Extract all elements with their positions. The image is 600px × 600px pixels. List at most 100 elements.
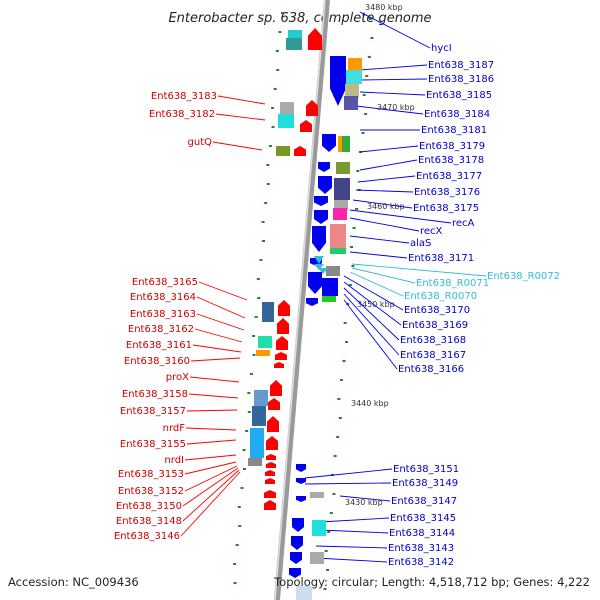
- leader-line: [186, 439, 237, 445]
- forward-gene-arrow: [266, 462, 276, 468]
- gene-label: Ent638_3181: [421, 125, 487, 136]
- rna-label: Ent638_R0071: [416, 278, 489, 289]
- gene-label: Ent638_3177: [416, 171, 482, 182]
- gc-tick: [352, 227, 356, 229]
- gene-label: alaS: [410, 238, 431, 249]
- kbp-label: 3440 kbp: [351, 399, 389, 408]
- gene-label: Ent638_3149: [392, 478, 458, 489]
- gc-tick: [326, 569, 330, 571]
- gc-tick: [243, 468, 246, 470]
- forward-gene-arrow: [264, 500, 276, 510]
- kbp-scale: 3480 kbp 3470 kbp 3460 kbp 3450 kbp 3440…: [345, 3, 415, 507]
- gc-tick: [370, 37, 374, 39]
- reverse-gene-arrow: [296, 496, 306, 502]
- leader-line: [359, 145, 419, 153]
- gc-tick: [266, 183, 270, 185]
- reverse-gene-arrow: [312, 226, 326, 252]
- gene-label: Ent638_3170: [404, 305, 470, 316]
- gene-feature-box: [334, 200, 348, 210]
- gc-tick: [342, 360, 346, 362]
- gc-tick: [247, 392, 251, 394]
- leader-line: [190, 357, 241, 362]
- leader-line: [194, 328, 243, 343]
- forward-gene-arrow: [266, 454, 276, 460]
- gc-tick: [233, 563, 237, 565]
- reverse-gene-arrow: [306, 298, 318, 306]
- reverse-gene-arrow: [292, 518, 304, 532]
- reverse-gene-arrow: [318, 176, 332, 194]
- forward-gene-arrow: [265, 478, 275, 484]
- rna-label: Ent638_R0072: [487, 271, 560, 282]
- reverse-gene-arrow: [289, 568, 301, 578]
- reverse-gene-arrow: [290, 552, 302, 564]
- gene-label: Ent638_3157: [120, 406, 186, 417]
- forward-gene-arrow: [268, 398, 280, 410]
- gc-tick: [245, 430, 249, 432]
- gc-tick: [268, 145, 272, 147]
- gc-tick: [271, 107, 275, 109]
- gene-feature-box: [326, 266, 340, 276]
- gc-ticks: [233, 12, 374, 590]
- leader-line: [357, 175, 416, 183]
- leader-line: [188, 393, 239, 399]
- gene-label: Ent638_3152: [118, 486, 184, 497]
- forward-gene-arrow: [265, 470, 275, 476]
- gene-label: hycI: [431, 43, 452, 54]
- rna-gene-marker: [318, 268, 328, 274]
- gene-label: Ent638_3151: [393, 464, 459, 475]
- leader-line: [343, 299, 398, 370]
- leader-line: [349, 251, 408, 259]
- gene-feature-box: [250, 428, 264, 458]
- leader-line: [304, 468, 393, 479]
- leader-line: [359, 78, 428, 81]
- leader-line: [351, 263, 487, 277]
- gc-tick: [275, 50, 279, 52]
- gc-tick: [242, 449, 246, 451]
- leader-line: [196, 313, 245, 331]
- leader-line: [355, 105, 424, 115]
- left-gene-labels: Ent638_3183 Ent638_3182 gutQ Ent638_3165…: [114, 91, 217, 542]
- gc-tick: [252, 354, 256, 356]
- leader-line: [186, 409, 238, 412]
- gene-label: Ent638_3182: [149, 109, 215, 120]
- gene-label: Ent638_3158: [122, 389, 188, 400]
- gene-label: Ent638_3165: [132, 277, 198, 288]
- gene-feature-box: [262, 302, 274, 322]
- gene-feature-box: [345, 84, 359, 98]
- gene-feature-box: [330, 224, 346, 250]
- gene-label: Ent638_3147: [391, 496, 457, 507]
- forward-gene-arrow: [277, 318, 289, 334]
- gene-feature-box: [310, 552, 324, 564]
- gene-label: Ent638_3171: [408, 253, 474, 264]
- kbp-label: 3450 kbp: [357, 300, 395, 309]
- gc-tick: [333, 455, 337, 457]
- gene-label: Ent638_3153: [118, 469, 184, 480]
- gene-label: Ent638_3166: [398, 364, 464, 375]
- leader-line: [339, 495, 391, 502]
- gc-tick: [278, 31, 282, 33]
- gene-label: Ent638_3184: [424, 109, 490, 120]
- gene-feature-box: [276, 146, 290, 156]
- leader-line: [359, 91, 426, 96]
- gene-feature-box: [344, 96, 358, 110]
- leader-line: [349, 235, 410, 244]
- gene-feature-box: [278, 114, 294, 128]
- gc-tick: [332, 493, 336, 495]
- leader-line: [185, 427, 237, 431]
- gene-label: Ent638_3144: [389, 528, 455, 539]
- gene-label: Ent638_3178: [418, 155, 484, 166]
- leader-line: [319, 517, 390, 523]
- gc-tick: [249, 373, 253, 375]
- gene-label: Ent638_3145: [390, 513, 456, 524]
- gc-tick: [365, 75, 369, 77]
- gene-feature-box: [254, 390, 268, 406]
- gc-tick: [324, 550, 328, 552]
- gc-tick: [350, 246, 353, 248]
- gc-tick: [364, 113, 368, 115]
- gene-label: Ent638_3167: [400, 350, 466, 361]
- gc-tick: [233, 582, 237, 584]
- gene-label: Ent638_3150: [116, 501, 182, 512]
- reverse-gene-arrow: [322, 134, 336, 152]
- gc-tick: [362, 94, 366, 96]
- gene-feature-box: [256, 350, 270, 356]
